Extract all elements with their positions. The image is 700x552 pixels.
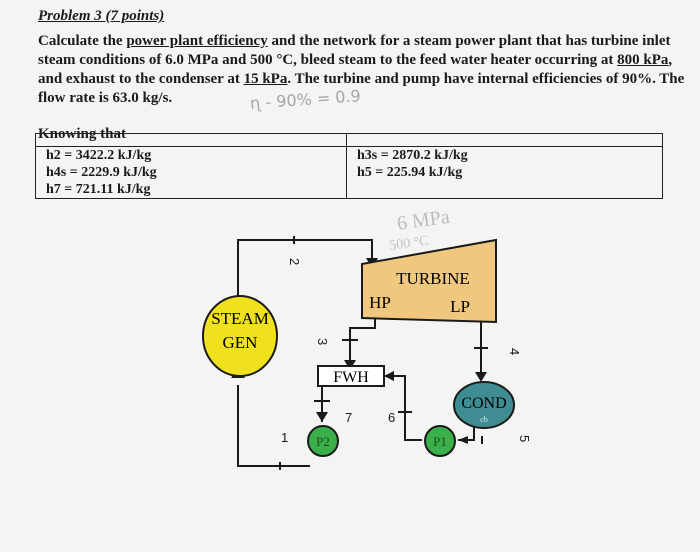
steam-gen-label: GEN — [223, 333, 258, 352]
feed-water-heater — [317, 365, 385, 387]
steam-gen-label: STEAM — [211, 309, 269, 328]
table-header-cell — [346, 133, 663, 147]
state-label-4: 4 — [507, 348, 522, 355]
statement-underlined: 800 kPa — [617, 52, 669, 68]
arrow-left-icon — [458, 436, 468, 444]
state-label-5: 5 — [517, 435, 532, 442]
turbine — [361, 238, 497, 324]
pipe-state-3 — [349, 318, 376, 366]
statement-text: , and exhaust to the condenser at — [38, 52, 673, 87]
statement-text: . The turbine and pump have internal eff… — [38, 71, 685, 106]
right-values-cell: h3s = 2870.2 kJ/kg h5 = 225.94 kJ/kg — [346, 146, 663, 199]
state-label-3: 3 — [315, 338, 330, 345]
pipe-state-1 — [237, 385, 310, 467]
steam-generator — [202, 295, 278, 377]
lp-label: LP — [450, 297, 470, 316]
problem-title: Problem 3 (7 points) — [38, 8, 165, 24]
p2-label: P2 — [316, 434, 330, 449]
state-label-2: 2 — [287, 258, 302, 265]
enthalpy-value: h3s = 2870.2 kJ/kg — [357, 148, 468, 163]
pipe-state-2 — [237, 239, 373, 315]
pencil-inlet-temp: 500 °C — [388, 234, 429, 254]
state-label-6: 6 — [388, 410, 395, 425]
tick-mark — [290, 236, 298, 244]
fwh-label: FWH — [333, 369, 369, 386]
table-header-cell — [35, 133, 347, 147]
state-label-1: 1 — [281, 430, 288, 445]
left-values-cell: h2 = 3422.2 kJ/kg h4s = 2229.9 kJ/kg h7 … — [35, 146, 347, 199]
statement-text: Calculate the — [38, 33, 127, 49]
condenser — [453, 381, 515, 429]
p1-label: P1 — [433, 434, 447, 449]
pencil-inlet-pressure: 6 MPa — [396, 206, 451, 235]
pump-p1 — [424, 425, 456, 457]
statement-text: and the network for a steam power plant … — [38, 33, 671, 68]
statement-underlined: power plant efficiency — [126, 33, 268, 49]
enthalpy-value: h7 = 721.11 kJ/kg — [46, 182, 151, 197]
piping — [237, 236, 488, 470]
pipe-state-6 — [384, 375, 422, 441]
statement-underlined: 15 kPa — [243, 71, 288, 87]
plant-diagram: 6 MPa 500 °C — [202, 206, 532, 470]
enthalpy-value: h5 = 225.94 kJ/kg — [357, 165, 463, 180]
hp-label: HP — [369, 293, 391, 312]
arrow-down-icon — [316, 412, 328, 422]
state-label-7: 7 — [345, 410, 352, 425]
enthalpy-table: h2 = 3422.2 kJ/kg h4s = 2229.9 kJ/kg h7 … — [35, 133, 663, 199]
cond-sub-label: cb — [480, 415, 488, 424]
cond-label: COND — [461, 395, 506, 412]
pump-p2 — [307, 425, 339, 457]
arrow-down-icon — [475, 372, 487, 382]
problem-statement: Calculate the power plant efficiency and… — [38, 32, 688, 108]
turbine-label: TURBINE — [396, 269, 470, 288]
arrow-left-icon — [384, 371, 394, 381]
enthalpy-value: h2 = 3422.2 kJ/kg — [46, 148, 152, 163]
enthalpy-value: h4s = 2229.9 kJ/kg — [46, 165, 157, 180]
